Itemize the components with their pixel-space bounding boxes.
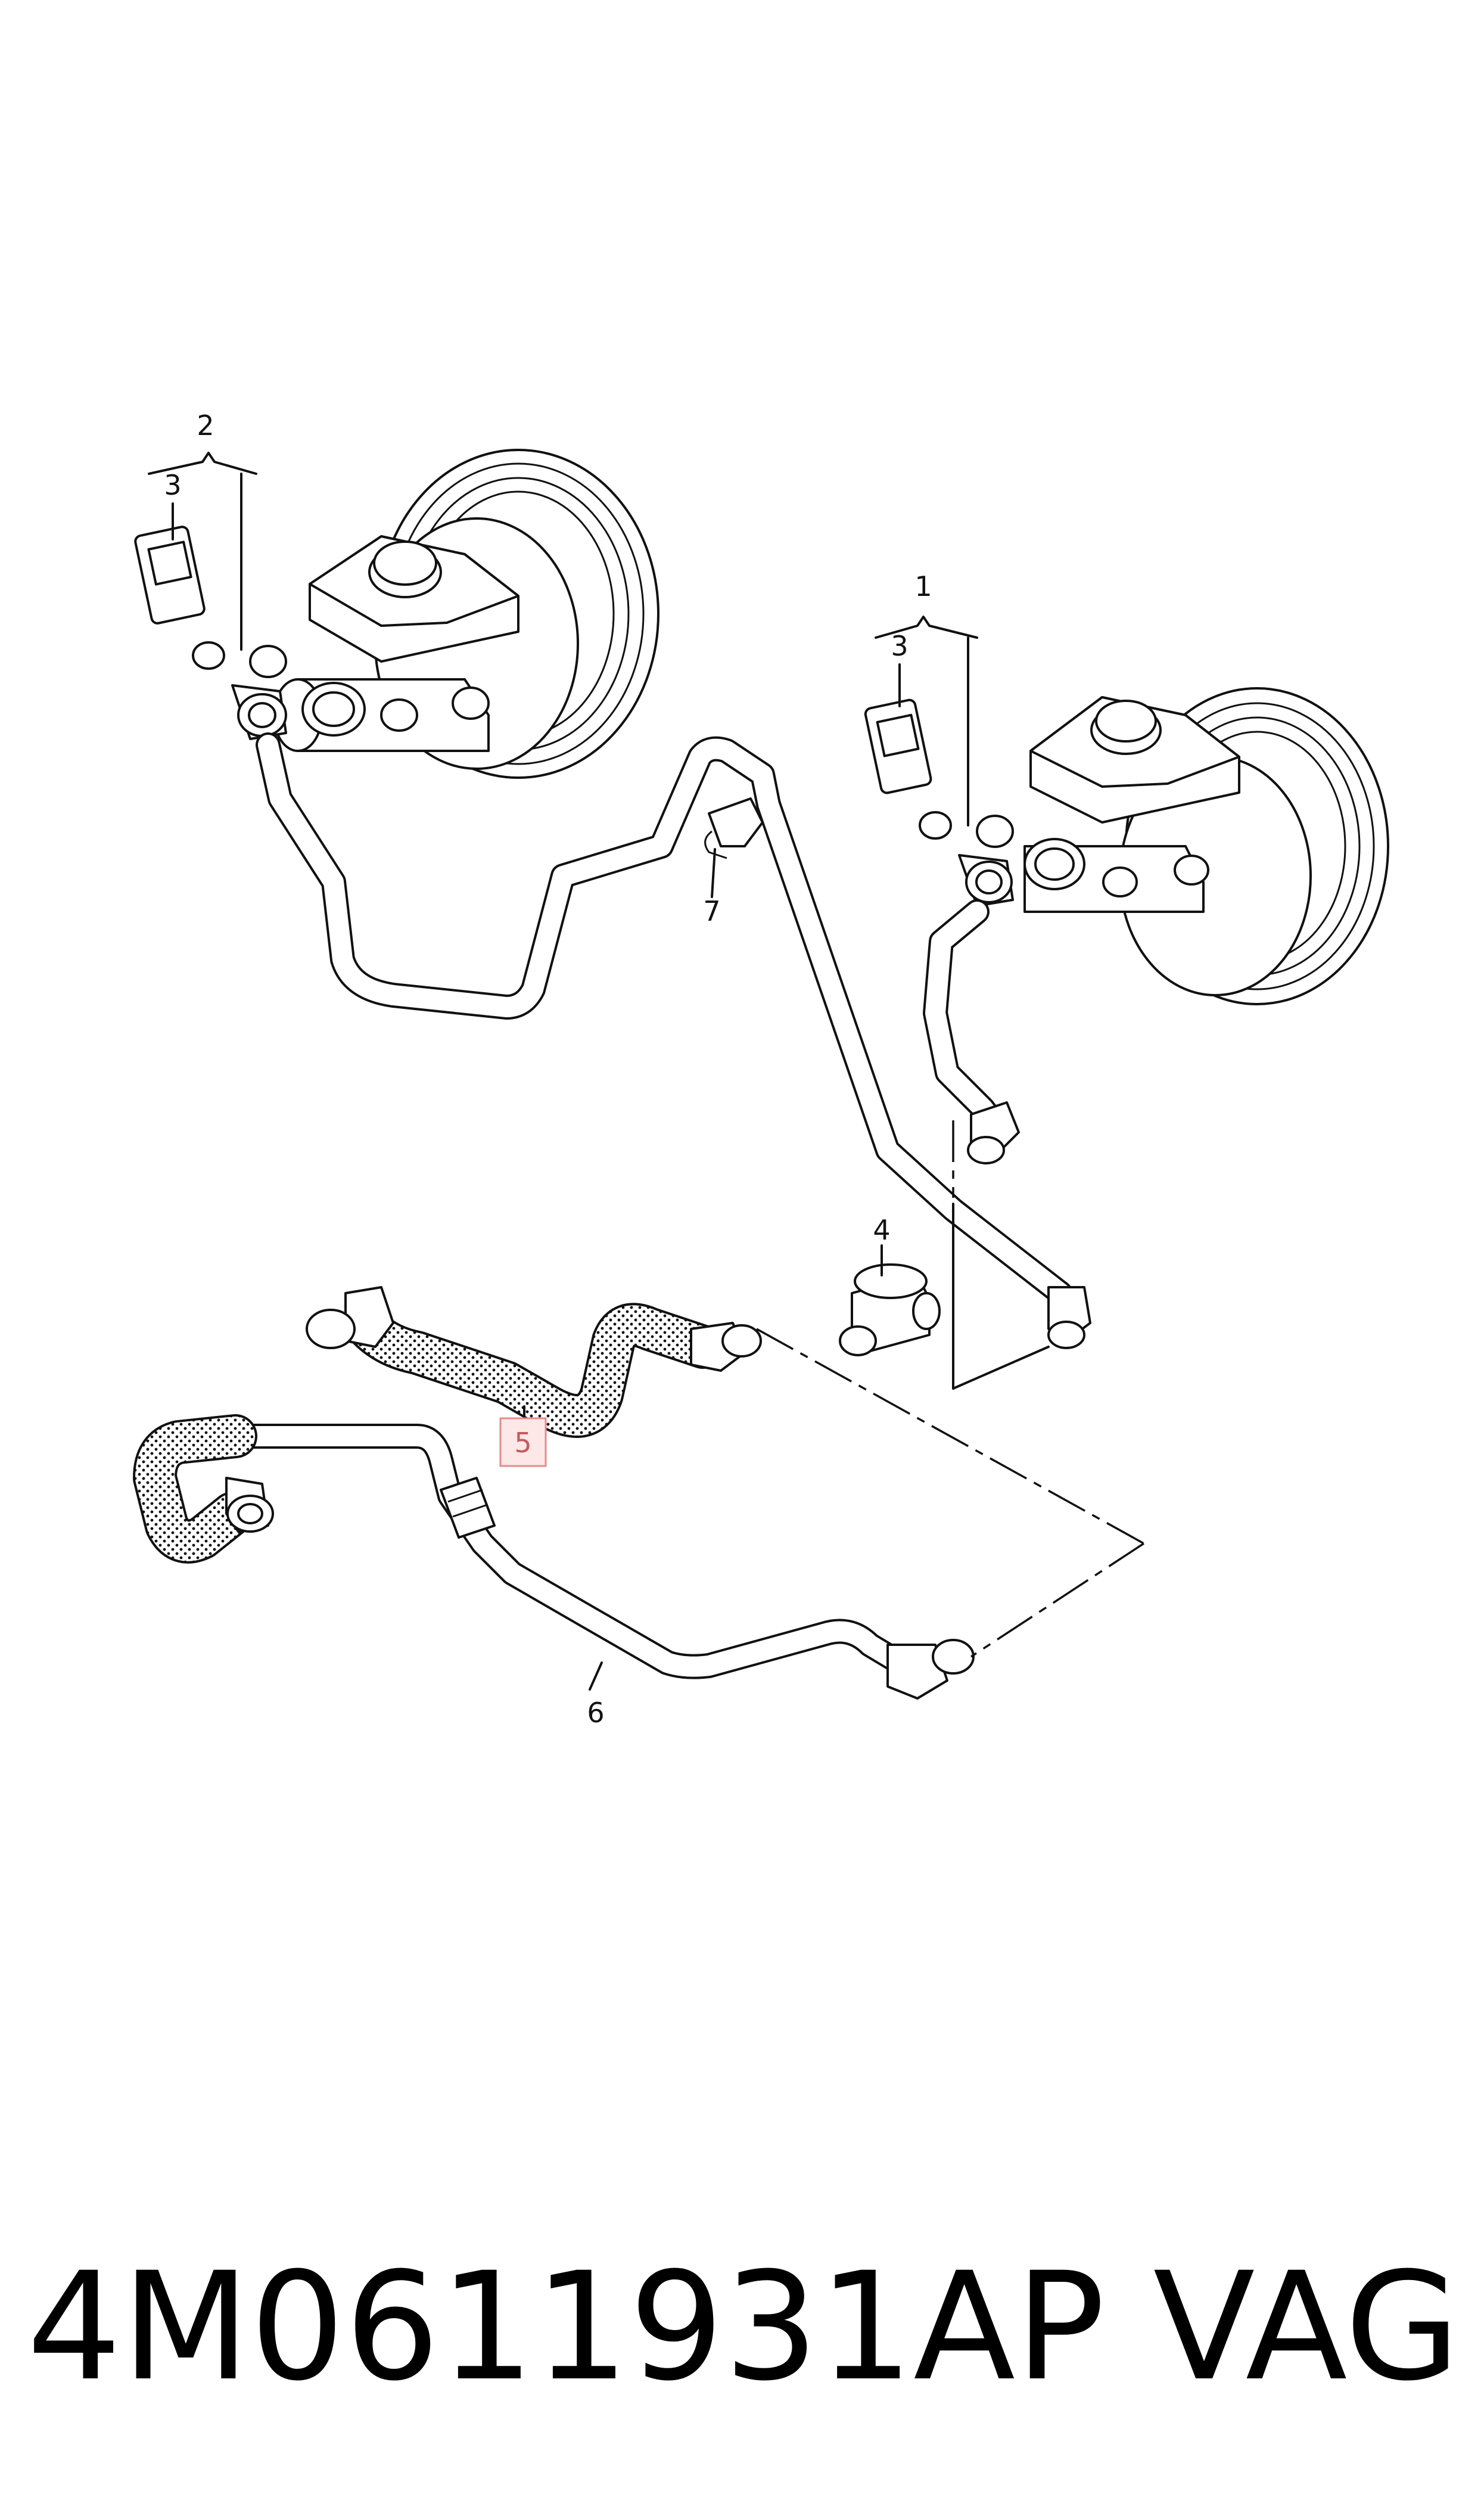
callout-5-highlight (499, 1417, 547, 1467)
vacuum-line-left (256, 732, 1073, 1306)
part-number: 4M0611931AP (27, 2240, 1105, 2414)
callout-7: 7 (703, 895, 720, 927)
vacuum-line-right (923, 899, 1013, 1145)
callout-3-left: 3 (164, 469, 181, 501)
callout-5: 5 (514, 1427, 531, 1459)
vacuum-hose-part-5 (306, 1286, 762, 1438)
brand-name: VAG (1153, 2240, 1460, 2414)
leader-lines (148, 452, 1050, 1691)
brake-booster-left (134, 449, 659, 779)
brake-booster-right (864, 687, 1389, 1005)
callout-4: 4 (873, 1214, 890, 1246)
check-valve-part-4 (839, 1263, 941, 1356)
callout-3-right: 3 (891, 630, 908, 662)
clip-part-7 (704, 797, 764, 859)
callout-6: 6 (587, 1697, 604, 1729)
connector-right-upper (967, 1101, 1020, 1164)
vacuum-line-part-6 (133, 1414, 975, 1700)
callout-1: 1 (914, 570, 932, 602)
alignment-lines (756, 1120, 1144, 1658)
connector-right-lower (1047, 1286, 1091, 1349)
callout-2: 2 (197, 409, 214, 442)
